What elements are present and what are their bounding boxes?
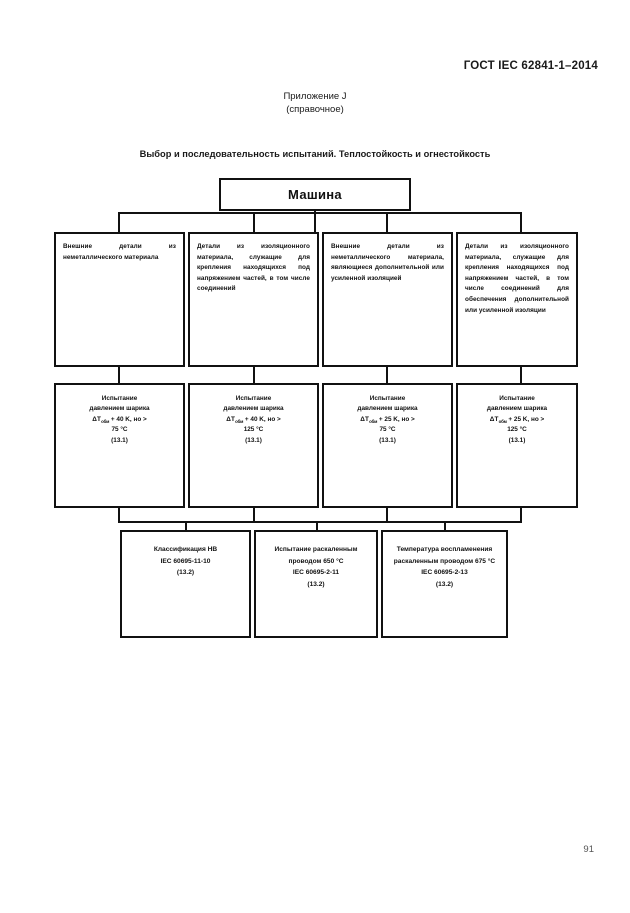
node-ball-2-formula-prefix: ΔT <box>226 415 236 423</box>
node-fire-1-line2: IEC 60695-11-10 <box>160 557 211 565</box>
node-ball-3-formula-sub: обм <box>369 418 378 424</box>
node-ball-4-content: Испытание давлением шарика ΔTобм + 25 K,… <box>463 394 571 446</box>
node-fire-2-content: Испытание раскаленным проводом 650 °C IE… <box>261 544 371 590</box>
connector-ball4-drop <box>520 508 522 522</box>
node-ball-4: Испытание давлением шарика ΔTобм + 25 K,… <box>456 383 578 508</box>
node-ball-4-clause: (13.1) <box>508 436 526 444</box>
node-ball-1-limit: 75 °C <box>111 426 128 434</box>
node-ball-1-formula-prefix: ΔT <box>92 415 102 423</box>
node-ball-1-content: Испытание давлением шарика ΔTобм + 40 K,… <box>61 394 178 446</box>
node-ball-3-content: Испытание давлением шарика ΔTобм + 25 K,… <box>329 394 446 446</box>
node-ball-2-formula-suffix: + 40 K, но > <box>244 415 281 423</box>
node-cat-1: Внешние детали из неметаллического матер… <box>54 232 185 367</box>
node-cat-4: Детали из изоляционного материала, служа… <box>456 232 578 367</box>
node-fire-3-line2: IEC 60695-2-13 <box>421 569 468 576</box>
connector-ball1-drop <box>118 508 120 522</box>
node-ball-4-line1: Испытание <box>499 395 535 402</box>
node-ball-3-limit: 75 °C <box>379 426 396 434</box>
node-fire-3-line3: (13.2) <box>435 580 454 588</box>
node-fire-2-line2: IEC 60695-2-11 <box>292 569 340 576</box>
node-ball-1-clause: (13.1) <box>111 436 128 444</box>
connector-row1-drop-1 <box>118 212 120 233</box>
connector-ball3-drop <box>386 508 388 522</box>
connector-row3-drop-3 <box>444 521 446 531</box>
connector-row3-drop-2 <box>316 521 318 531</box>
node-ball-4-formula-suffix: + 25 K, но > <box>508 415 545 423</box>
node-cat-3: Внешние детали из неметаллического матер… <box>322 232 453 367</box>
node-machine: Машина <box>219 178 411 211</box>
connector-row1-drop-2 <box>253 212 255 233</box>
node-ball-2: Испытание давлением шарика ΔTобм + 40 K,… <box>188 383 319 508</box>
node-cat-3-label: Внешние детали из неметаллического матер… <box>331 243 444 282</box>
node-ball-2-limit: 125 °C <box>243 426 264 434</box>
figure-title: Выбор и последовательность испытаний. Те… <box>139 149 491 159</box>
node-ball-1-line1: Испытание <box>101 395 138 402</box>
connector-row1-drop-3 <box>386 212 388 233</box>
node-fire-3-line1: Температура воспламенения раскаленным пр… <box>393 546 496 565</box>
node-fire-2: Испытание раскаленным проводом 650 °C IE… <box>254 530 378 638</box>
node-ball-3: Испытание давлением шарика ΔTобм + 25 K,… <box>322 383 453 508</box>
annex-type: (справочное) <box>286 104 344 115</box>
node-ball-2-clause: (13.1) <box>245 436 262 444</box>
node-ball-1: Испытание давлением шарика ΔTобм + 40 K,… <box>54 383 185 508</box>
node-ball-4-formula-sub: обм <box>498 418 507 424</box>
node-fire-1-content: Классификация HB IEC 60695-11-10 (13.2) <box>127 544 244 579</box>
node-ball-2-content: Испытание давлением шарика ΔTобм + 40 K,… <box>195 394 312 446</box>
node-ball-1-line2: давлением шарика <box>89 405 150 413</box>
node-ball-3-line1: Испытание <box>369 395 406 402</box>
connector-cat1-to-ball1 <box>118 367 120 383</box>
flowchart-diagram: Машина Внешние детали из неметаллическог… <box>0 170 630 670</box>
node-fire-1-line1: Классификация HB <box>153 546 218 553</box>
node-ball-1-formula-sub: обм <box>101 418 110 424</box>
node-fire-1: Классификация HB IEC 60695-11-10 (13.2) <box>120 530 251 638</box>
node-ball-2-line2: давлением шарика <box>223 405 284 413</box>
connector-ball2-drop <box>253 508 255 522</box>
node-ball-3-formula-suffix: + 25 K, но > <box>378 415 415 423</box>
node-cat-2-label: Детали из изоляционного материала, служа… <box>197 243 310 293</box>
node-fire-3-content: Температура воспламенения раскаленным пр… <box>388 544 501 590</box>
node-fire-2-line3: (13.2) <box>307 580 325 588</box>
connector-cat3-to-ball3 <box>386 367 388 383</box>
connector-row3-bus <box>118 521 522 523</box>
node-cat-4-label: Детали из изоляционного материала, служа… <box>465 243 569 314</box>
connector-row3-drop-1 <box>185 521 187 531</box>
node-ball-4-formula-prefix: ΔT <box>489 415 499 423</box>
connector-root-stem <box>314 211 316 233</box>
node-ball-4-limit: 125 °C <box>507 426 527 434</box>
node-ball-3-line2: давлением шарика <box>357 405 418 413</box>
page-number: 91 <box>583 844 594 855</box>
node-ball-2-line1: Испытание <box>235 395 272 402</box>
connector-cat2-to-ball2 <box>253 367 255 383</box>
node-cat-1-label: Внешние детали из неметаллического матер… <box>63 243 176 261</box>
node-ball-3-clause: (13.1) <box>379 436 396 444</box>
connector-cat4-to-ball4 <box>520 367 522 383</box>
node-machine-label: Машина <box>288 187 342 202</box>
document-header-standard: ГОСТ IEC 62841-1–2014 <box>463 60 598 72</box>
node-ball-4-line2: давлением шарика <box>486 405 548 413</box>
annex-label: Приложение J <box>283 91 347 102</box>
connector-row1-bus <box>118 212 522 214</box>
connector-row1-drop-4 <box>520 212 522 233</box>
annex-heading: Приложение J (справочное) <box>0 90 630 116</box>
node-fire-2-line1: Испытание раскаленным проводом 650 °C <box>274 546 358 565</box>
node-cat-2: Детали из изоляционного материала, служа… <box>188 232 319 367</box>
node-ball-2-formula-sub: обм <box>235 418 244 424</box>
node-ball-1-formula-suffix: + 40 K, но > <box>110 415 147 423</box>
node-fire-1-line3: (13.2) <box>176 569 195 576</box>
node-ball-3-formula-prefix: ΔT <box>360 415 370 423</box>
node-fire-3: Температура воспламенения раскаленным пр… <box>381 530 508 638</box>
